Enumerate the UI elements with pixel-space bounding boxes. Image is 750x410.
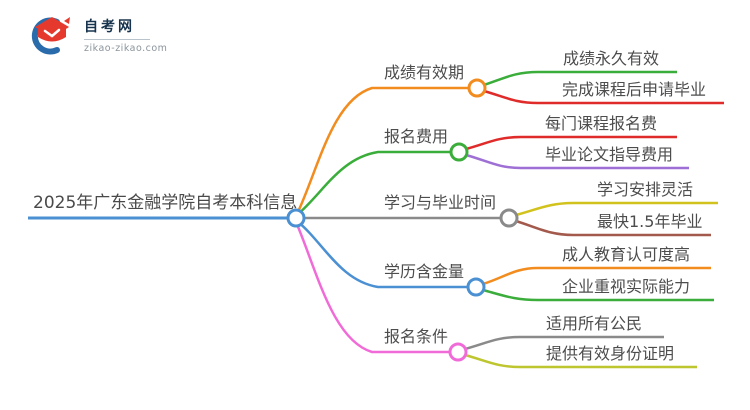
leaf-line-all-citizens xyxy=(464,335,664,351)
leaf-course-fee: 每门课程报名费 xyxy=(545,114,658,133)
leaf-flexible-study: 学习安排灵活 xyxy=(597,180,694,199)
leaf-line-enterprise-ability xyxy=(482,288,714,302)
leaf-apply-graduation: 完成课程后申请毕业 xyxy=(562,80,707,99)
branch-registration-conditions: 报名条件 xyxy=(384,327,449,346)
graduation-cap-icon xyxy=(31,17,70,55)
leaf-line-flexible-study xyxy=(515,201,718,217)
node-circle-registration-fee xyxy=(449,142,469,162)
leaf-line-apply-graduation xyxy=(483,89,724,105)
leaf-line-course-fee xyxy=(465,135,677,151)
leaf-score-permanent: 成绩永久有效 xyxy=(563,49,660,68)
main-topic: 2025年广东金融学院自考本科信息 xyxy=(33,193,298,213)
logo-divider xyxy=(84,39,150,40)
leaf-line-fastest-graduation xyxy=(515,219,711,237)
logo-text: 自考网 zikao-zikao.com xyxy=(84,12,167,54)
logo-domain: zikao-zikao.com xyxy=(84,43,168,54)
leaf-line-thesis-fee xyxy=(465,153,689,170)
leaf-adult-education: 成人教育认可度高 xyxy=(562,245,691,264)
node-circle-score-validity xyxy=(467,78,487,98)
branch-line-score-validity xyxy=(295,86,468,215)
leaf-enterprise-ability: 企业重视实际能力 xyxy=(562,277,691,296)
node-circle-degree-value xyxy=(466,277,486,297)
branch-degree-value: 学历含金量 xyxy=(384,262,465,281)
central-node-circle xyxy=(286,208,306,228)
leaf-line-valid-id xyxy=(464,353,697,369)
branch-registration-fee: 报名费用 xyxy=(384,127,449,146)
node-circle-registration-conditions xyxy=(448,342,468,362)
leaf-valid-id: 提供有效身份证明 xyxy=(546,344,675,363)
logo: 自考网 zikao-zikao.com xyxy=(28,12,167,56)
leaf-all-citizens: 适用所有公民 xyxy=(546,314,643,333)
leaf-fastest-graduation: 最快1.5年毕业 xyxy=(597,212,703,231)
branch-study-time: 学习与毕业时间 xyxy=(384,193,497,212)
leaf-line-score-permanent xyxy=(483,70,677,87)
branch-line-degree-value xyxy=(296,220,467,289)
branch-line-registration-fee xyxy=(296,150,450,216)
branch-score-validity: 成绩有效期 xyxy=(384,63,465,82)
leaf-thesis-fee: 毕业论文指导费用 xyxy=(545,145,674,164)
leaf-line-adult-education xyxy=(482,266,711,286)
logo-title: 自考网 xyxy=(84,19,135,35)
branch-line-registration-conditions xyxy=(294,221,449,354)
node-circle-study-time xyxy=(499,208,519,228)
